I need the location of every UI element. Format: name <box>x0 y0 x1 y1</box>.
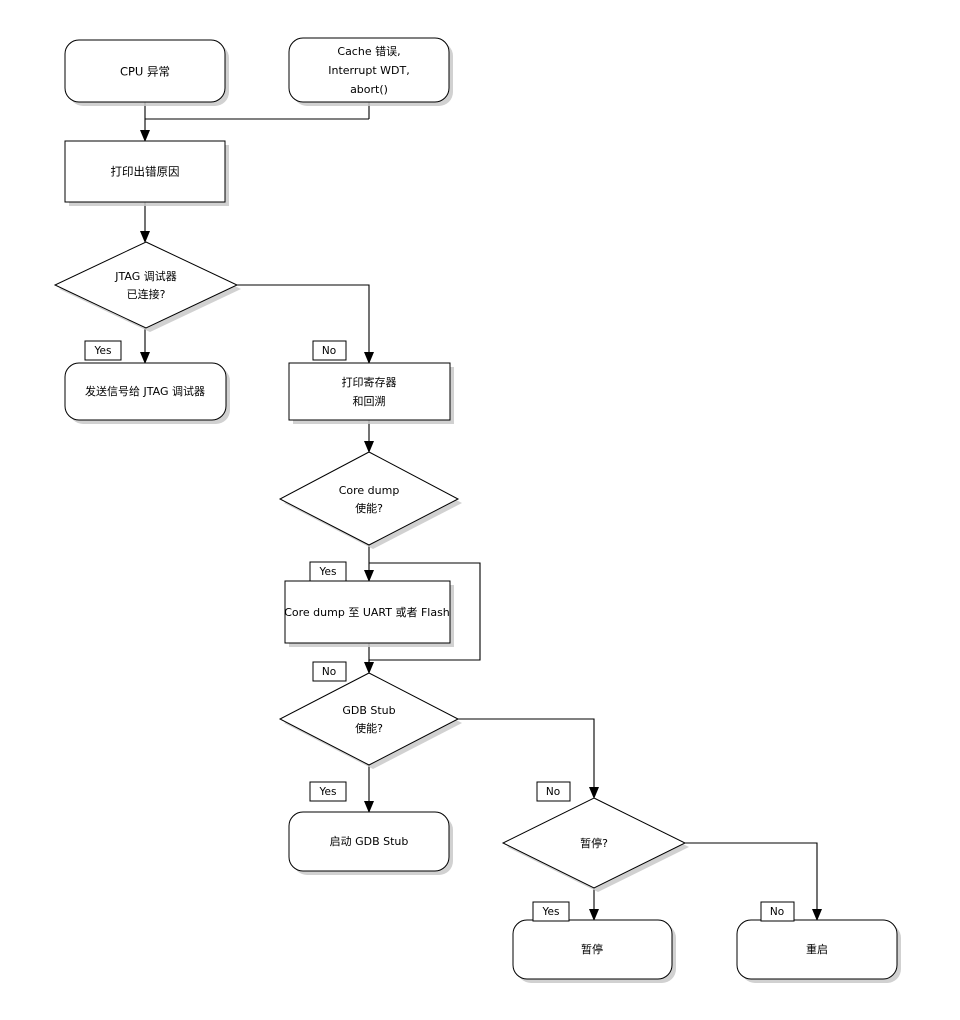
jtag-yes-box <box>84 340 122 361</box>
gdbstub-yes-box <box>309 781 347 802</box>
gdbstub-yes-text: Yes <box>319 786 337 798</box>
node-coredump-to-uart[interactable]: Core dump 至 UART 或者 Flash <box>284 580 454 647</box>
halt-yes-box <box>532 901 570 922</box>
edge-gdbstub-no <box>458 718 595 790</box>
jtag-yes-text: Yes <box>94 345 112 357</box>
node-reboot[interactable]: 重启 <box>736 919 901 983</box>
gdbstub-no-text: No <box>546 786 560 798</box>
start-gdbstub-shape <box>288 811 450 872</box>
reboot-label: 重启 <box>806 942 828 956</box>
halt-question-label: 暂停? <box>580 836 608 850</box>
node-jtag-connected[interactable]: JTAG 调试器 已连接? <box>53 241 241 332</box>
coredump-to-uart-shape <box>284 580 451 644</box>
coredump-enabled-label-line1: Core dump <box>339 484 400 497</box>
start-gdbstub-label: 启动 GDB Stub <box>330 835 409 848</box>
print-reason-shape <box>64 140 226 203</box>
arrowhead-send-signal <box>140 352 150 364</box>
coredump-yes-box <box>309 561 347 582</box>
arrowhead-start-gdbstub <box>364 801 374 813</box>
jtag-no-text: No <box>322 345 336 357</box>
arrowhead-print-reason <box>140 130 150 142</box>
node-print-reason[interactable]: 打印出错原因 <box>64 140 229 206</box>
halt-shape <box>512 919 673 980</box>
edge-halt-no <box>685 842 818 913</box>
node-gdbstub-enabled[interactable]: GDB Stub 使能? <box>278 672 462 769</box>
edge-label-halt-yes: Yes <box>532 901 570 922</box>
jtag-connected-label-line2: 已连接? <box>127 288 166 301</box>
arrowhead-halt-box <box>589 909 599 921</box>
halt-question-shape <box>501 797 687 889</box>
gdbstub-enabled-label-line2: 使能? <box>355 721 383 735</box>
print-registers-shape <box>288 362 451 421</box>
arrowhead-gdbstub-q <box>364 662 374 674</box>
edge-label-jtag-no: No <box>312 340 347 361</box>
coredump-enabled-shape <box>278 451 460 546</box>
node-send-signal-jtag[interactable]: 发送信号给 JTAG 调试器 <box>64 362 230 424</box>
coredump-no-text: No <box>322 666 336 678</box>
node-halt[interactable]: 暂停 <box>512 919 676 983</box>
gdbstub-no-box <box>536 781 571 802</box>
cache-error-label-line1: Cache 错误, <box>337 44 400 58</box>
reboot-shape <box>736 919 898 980</box>
coredump-no-box <box>312 661 347 682</box>
edge-label-gdbstub-yes: Yes <box>309 781 347 802</box>
jtag-connected-label-line1: JTAG 调试器 <box>114 270 176 283</box>
halt-label: 暂停 <box>581 942 603 956</box>
arrowhead-halt-q <box>589 787 599 799</box>
node-coredump-enabled[interactable]: Core dump 使能? <box>278 451 462 549</box>
cache-error-label-line3: abort() <box>350 83 388 96</box>
node-print-registers[interactable]: 打印寄存器 和回溯 <box>288 362 454 424</box>
node-cpu-exception[interactable]: CPU 异常 <box>64 39 229 106</box>
coredump-to-uart-label: Core dump 至 UART 或者 Flash <box>284 606 450 619</box>
gdbstub-enabled-shape <box>278 672 460 766</box>
edge-label-halt-no: No <box>760 901 795 922</box>
print-registers-label-line1: 打印寄存器 <box>342 375 397 389</box>
cpu-exception-label: CPU 异常 <box>120 65 170 79</box>
edges-layer <box>140 102 822 921</box>
edge-label-gdbstub-no: No <box>536 781 571 802</box>
edge-label-coredump-no: No <box>312 661 347 682</box>
halt-yes-text: Yes <box>542 906 560 918</box>
cpu-exception-shape <box>64 39 226 103</box>
jtag-connected-shape <box>53 241 239 329</box>
send-signal-jtag-label: 发送信号给 JTAG 调试器 <box>85 384 205 398</box>
edge-jtag-no <box>237 284 370 356</box>
node-halt-question[interactable]: 暂停? <box>501 797 689 892</box>
arrowhead-reboot-box <box>812 909 822 921</box>
edge-label-coredump-yes: Yes <box>309 561 347 582</box>
halt-no-text: No <box>770 906 784 918</box>
arrowhead-coredump-q <box>364 441 374 453</box>
edge-labels-layer: Yes No Yes No Yes <box>84 340 795 922</box>
node-start-gdbstub[interactable]: 启动 GDB Stub <box>288 811 453 875</box>
cache-error-label-line2: Interrupt WDT, <box>328 64 409 77</box>
arrowhead-coredump-box <box>364 570 374 582</box>
arrowhead-jtag <box>140 231 150 243</box>
edge-label-jtag-yes: Yes <box>84 340 122 361</box>
coredump-enabled-label-line2: 使能? <box>355 501 383 515</box>
arrowhead-print-registers <box>364 352 374 364</box>
cache-error-shape <box>288 37 450 103</box>
halt-no-box <box>760 901 795 922</box>
node-cache-error[interactable]: Cache 错误, Interrupt WDT, abort() <box>288 37 453 106</box>
print-registers-label-line2: 和回溯 <box>353 395 386 408</box>
coredump-yes-text: Yes <box>319 566 337 578</box>
jtag-no-box <box>312 340 347 361</box>
send-signal-jtag-shape <box>64 362 227 421</box>
print-reason-label: 打印出错原因 <box>111 165 180 179</box>
gdbstub-enabled-label-line1: GDB Stub <box>342 704 395 717</box>
